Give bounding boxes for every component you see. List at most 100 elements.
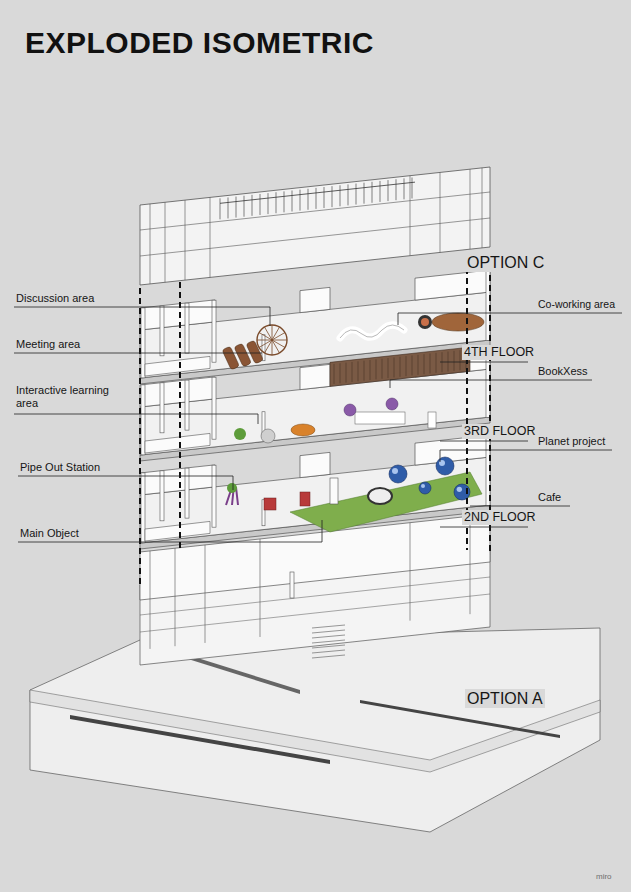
- stair-step: [312, 635, 345, 638]
- base-wall-line: [150, 551, 151, 649]
- partition-wall: [160, 306, 164, 356]
- bookshelf-slat: [334, 364, 335, 384]
- railing-bar: [396, 179, 397, 200]
- leader-line: [440, 441, 528, 442]
- railing-bar: [284, 191, 285, 212]
- upper-level-line: [140, 218, 490, 256]
- leader-line: [14, 353, 262, 354]
- upper-wall-line: [185, 200, 186, 280]
- railing-bar: [268, 193, 269, 214]
- base-wall-line: [410, 523, 411, 621]
- leader-line: [14, 307, 270, 326]
- area-label: BookXess: [536, 365, 590, 378]
- stair-step: [312, 640, 345, 643]
- purple-seat: [344, 404, 356, 416]
- learning-pod: [261, 429, 275, 443]
- railing-bar: [316, 188, 317, 209]
- option-label: OPTION C: [465, 253, 546, 272]
- bookshelf-slat: [376, 359, 377, 379]
- partition-wall: [185, 303, 189, 353]
- floor-label: 3RD FLOOR: [462, 424, 538, 439]
- back-wall: [140, 300, 215, 330]
- railing-bar: [380, 181, 381, 202]
- railing-bar: [220, 198, 221, 219]
- railing-bar: [332, 186, 333, 207]
- planet-sphere: [419, 482, 431, 494]
- railing-bar: [388, 180, 389, 201]
- bookshelf-slat: [436, 353, 437, 373]
- railing-bar: [300, 190, 301, 211]
- area-label: Interactive learning area: [14, 384, 130, 410]
- planet-sphere: [436, 457, 454, 475]
- pavilion: [257, 325, 287, 355]
- railing-bar: [260, 194, 261, 215]
- bookshelf-slat: [406, 356, 407, 376]
- area-label: Planet project: [536, 435, 607, 448]
- area-label: Meeting area: [14, 338, 82, 351]
- bookshelf-slat: [346, 363, 347, 383]
- upper-block: [140, 167, 490, 285]
- base-wall-line: [175, 548, 176, 646]
- pavilion-rib: [272, 340, 273, 355]
- watermark: miro: [594, 872, 614, 882]
- bench: [246, 340, 263, 364]
- upper-level-line: [140, 192, 490, 230]
- stair-step: [312, 625, 345, 628]
- pavilion-rib: [272, 325, 273, 340]
- pavilion-rib: [257, 340, 272, 341]
- front-wall: [145, 521, 210, 541]
- planet-highlight: [457, 487, 462, 492]
- bookshelf-slat: [400, 357, 401, 377]
- base-level-line: [140, 594, 490, 632]
- leader-line: [18, 476, 233, 490]
- railing-bar: [244, 196, 245, 217]
- bookshelf-slat: [364, 361, 365, 381]
- stair-step: [312, 650, 345, 653]
- curved-seating: [340, 325, 404, 338]
- main-object: [264, 498, 276, 510]
- partition-wall: [141, 385, 145, 455]
- leader-line: [440, 527, 528, 528]
- bookshelf-slat: [424, 354, 425, 374]
- back-wall: [140, 465, 215, 495]
- bookshelf-slat: [460, 350, 461, 370]
- partition-wall: [262, 335, 265, 361]
- page-title: EXPLODED ISOMETRIC: [25, 26, 374, 60]
- area-label: Cafe: [536, 491, 563, 504]
- railing-bar: [292, 190, 293, 211]
- partition-wall: [330, 478, 338, 504]
- round-table: [432, 313, 484, 331]
- railing-bar: [356, 184, 357, 205]
- green-plant: [234, 428, 246, 440]
- area-label: Co-working area: [536, 298, 617, 311]
- back-wall: [415, 270, 490, 300]
- ring-object: [368, 488, 392, 504]
- base-wall-line: [205, 545, 206, 643]
- bookshelf-slat: [352, 362, 353, 382]
- pavilion-rib: [265, 327, 273, 340]
- railing-bar: [412, 177, 413, 198]
- option-a-block: [30, 514, 600, 832]
- partition-wall: [160, 383, 164, 433]
- leader-line: [440, 362, 528, 363]
- main-object: [300, 492, 310, 506]
- option-c-block: [140, 167, 490, 285]
- green-floor: [290, 472, 482, 532]
- bookshelf-slat: [418, 355, 419, 375]
- floor-slab: [140, 435, 490, 549]
- pavilion-rib: [272, 340, 287, 341]
- lamp-object: [421, 318, 429, 326]
- ground-plane: [30, 628, 600, 832]
- railing-bar: [252, 195, 253, 216]
- stair-step: [312, 655, 345, 658]
- upper-wall-line: [210, 197, 211, 277]
- railing-bar: [372, 182, 373, 203]
- partition-wall: [185, 380, 189, 430]
- stair-step: [312, 630, 345, 633]
- orange-seat: [291, 424, 315, 436]
- partition-wall: [160, 471, 164, 521]
- pavilion-rib: [259, 340, 272, 348]
- area-label: Pipe Out Station: [18, 461, 102, 474]
- option-label: OPTION A: [465, 689, 545, 708]
